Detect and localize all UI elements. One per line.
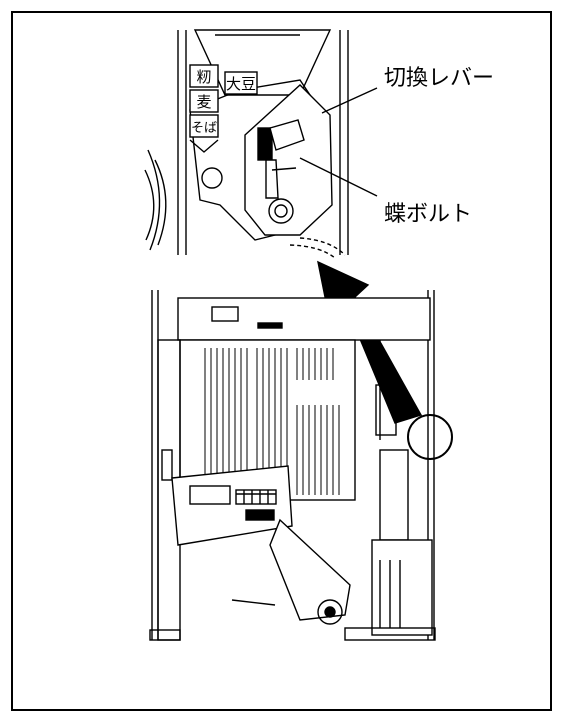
label-buckwheat: そば — [191, 121, 217, 136]
detail-view — [144, 29, 378, 259]
lever-leader-line — [321, 87, 378, 114]
machine-overview — [149, 290, 453, 641]
label-rice: 籾 — [196, 68, 211, 86]
vent-grill-left — [204, 348, 288, 500]
lever-location-marker — [407, 414, 453, 460]
label-wheat: 麦 — [196, 93, 211, 111]
bolt-callout: 蝶ボルト — [384, 202, 473, 227]
lever-callout: 切換レバー — [384, 66, 495, 91]
selector-plate — [189, 64, 258, 153]
control-panel — [171, 465, 293, 546]
label-soybean: 大豆 — [226, 75, 256, 93]
bolt-leader-line — [299, 157, 378, 197]
vent-grill-right — [296, 348, 340, 495]
machine-illustration: 籾 麦 そば 大豆 — [144, 29, 453, 641]
